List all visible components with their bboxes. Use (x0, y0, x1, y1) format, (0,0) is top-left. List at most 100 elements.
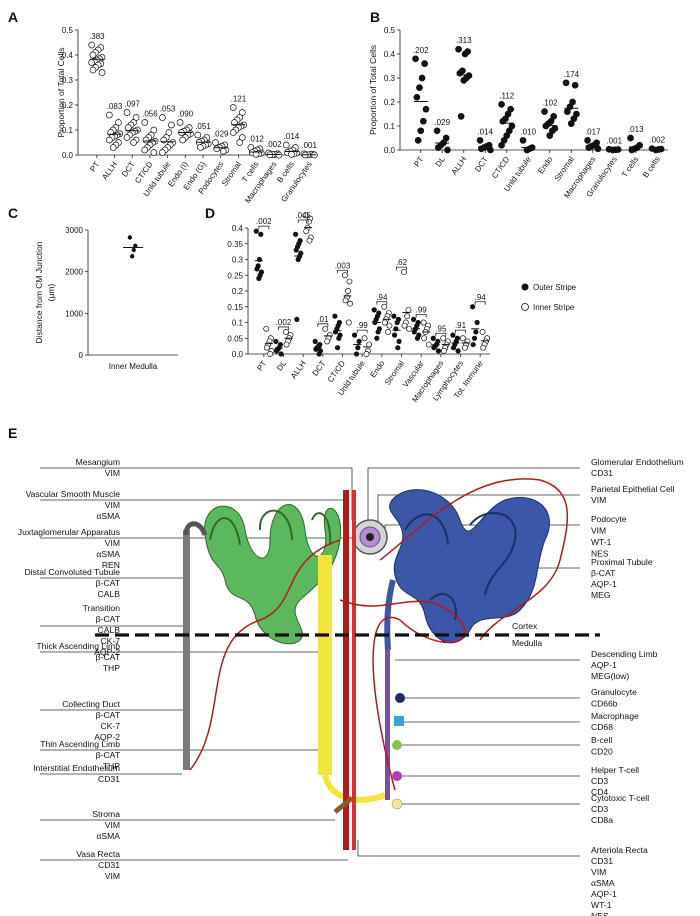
inner-stripe-point (381, 303, 388, 310)
left-label-marker: αSMA (96, 549, 120, 559)
outer-stripe-point (371, 307, 377, 313)
data-point (563, 108, 571, 115)
mean-label: .383 (89, 32, 105, 41)
data-point (105, 111, 113, 119)
data-point (422, 105, 430, 113)
y-tick-label: 0.1 (62, 126, 74, 135)
outer-stripe-point (273, 338, 279, 344)
pvalue-label: .045 (295, 211, 311, 220)
outer-stripe-point (273, 348, 280, 354)
b-cell-icon (392, 740, 402, 750)
x-tick-label: CT/CD (490, 155, 512, 180)
right-label-title: Glomerular Endothelium (591, 457, 684, 467)
data-point (288, 150, 295, 158)
left-label-marker: β-CAT (96, 750, 121, 760)
x-tick-label: B cells (641, 155, 662, 179)
panel-label-e: E (8, 425, 17, 441)
right-label-marker: NES (591, 911, 609, 916)
outer-stripe-point (374, 335, 380, 341)
outer-stripe-point (293, 247, 299, 253)
inner-stripe-point (459, 335, 466, 342)
thick-limb-shape (318, 555, 332, 775)
data-point (123, 109, 131, 116)
data-point (252, 150, 260, 158)
data-point (159, 149, 166, 156)
x-tick-label: ALLH (289, 359, 308, 381)
y-tick-label: 0.25 (227, 271, 243, 280)
data-point (124, 124, 132, 131)
outer-stripe-point (353, 351, 360, 357)
right-label-title: Podocyte (591, 514, 627, 524)
data-point (461, 50, 469, 58)
inner-stripe-point (306, 237, 313, 244)
data-point (109, 144, 117, 151)
outer-stripe-point (258, 231, 264, 237)
pvalue-label: .002 (276, 318, 292, 327)
mean-label: .051 (195, 122, 211, 131)
left-label-marker: THP (103, 663, 120, 673)
mean-label: .017 (585, 127, 601, 136)
y-tick-label: 0.4 (232, 224, 244, 233)
data-point (231, 119, 238, 126)
y-tick-label: 0.35 (227, 240, 243, 249)
pvalue-bracket (278, 326, 289, 330)
outer-stripe-point (332, 313, 338, 319)
x-tick-label: Endo (536, 155, 554, 176)
left-label-title: Mesangium (76, 457, 120, 467)
right-label-marker: AQP-1 (591, 889, 617, 899)
mean-label: .053 (160, 105, 176, 114)
left-label-marker: VIM (105, 538, 120, 548)
outer-stripe-point (455, 348, 461, 354)
outer-stripe-point (256, 256, 263, 263)
left-label-title: Vascular Smooth Muscle (26, 489, 121, 499)
mean-label: .002 (649, 136, 665, 145)
pvalue-label: .003 (335, 261, 351, 270)
x-tick-label: DCT (473, 155, 490, 174)
outer-stripe-point (473, 329, 479, 335)
vasa-recta-shape (343, 490, 349, 850)
inner-stripe-point (363, 351, 370, 357)
inner-stripe-point (400, 269, 407, 276)
data-point (478, 145, 485, 153)
data-point (89, 51, 97, 59)
left-label-marker: THP (103, 761, 120, 771)
outer-stripe-point (394, 319, 400, 326)
left-label-marker: β-CAT (96, 652, 121, 662)
data-point (98, 69, 106, 76)
y-tick-label: 1000 (65, 309, 83, 318)
y-tick-label: 0.5 (384, 26, 396, 35)
mean-label: .083 (107, 102, 123, 111)
inner-stripe-point (342, 297, 349, 304)
left-label-marker: AQP-2 (94, 732, 120, 742)
mean-label: .097 (124, 100, 140, 109)
left-label-marker: REN (102, 560, 120, 570)
pvalue-bracket (376, 301, 388, 305)
y-tick-label: 0.3 (232, 256, 244, 265)
panel-label-c: C (8, 205, 18, 221)
legend-inner-marker (521, 303, 529, 311)
pvalue-label: .99 (416, 305, 428, 314)
outer-stripe-point (431, 345, 437, 351)
right-label-title: Cytotoxic T-cell (591, 793, 649, 803)
mean-label: .002 (266, 140, 282, 149)
mean-label: .056 (142, 110, 158, 119)
inner-stripe-point (347, 300, 354, 307)
right-label-marker: VIM (591, 867, 606, 877)
inner-stripe-point (405, 306, 412, 313)
data-point (420, 117, 427, 125)
right-label-title: Proximal Tubule (591, 557, 653, 567)
inner-stripe-point (282, 329, 289, 335)
left-label-marker: VIM (105, 820, 120, 830)
pvalue-label: .94 (376, 293, 388, 302)
inner-stripe-point (440, 347, 447, 354)
inner-stripe-point (345, 288, 352, 294)
right-label-marker: AQP-1 (591, 579, 617, 589)
data-point (123, 134, 131, 141)
mean-label: .102 (542, 99, 558, 108)
pvalue-bracket (455, 329, 466, 334)
left-label-title: Stroma (92, 809, 120, 819)
right-label-marker: CD3 (591, 776, 608, 786)
outer-stripe-point (469, 304, 476, 310)
